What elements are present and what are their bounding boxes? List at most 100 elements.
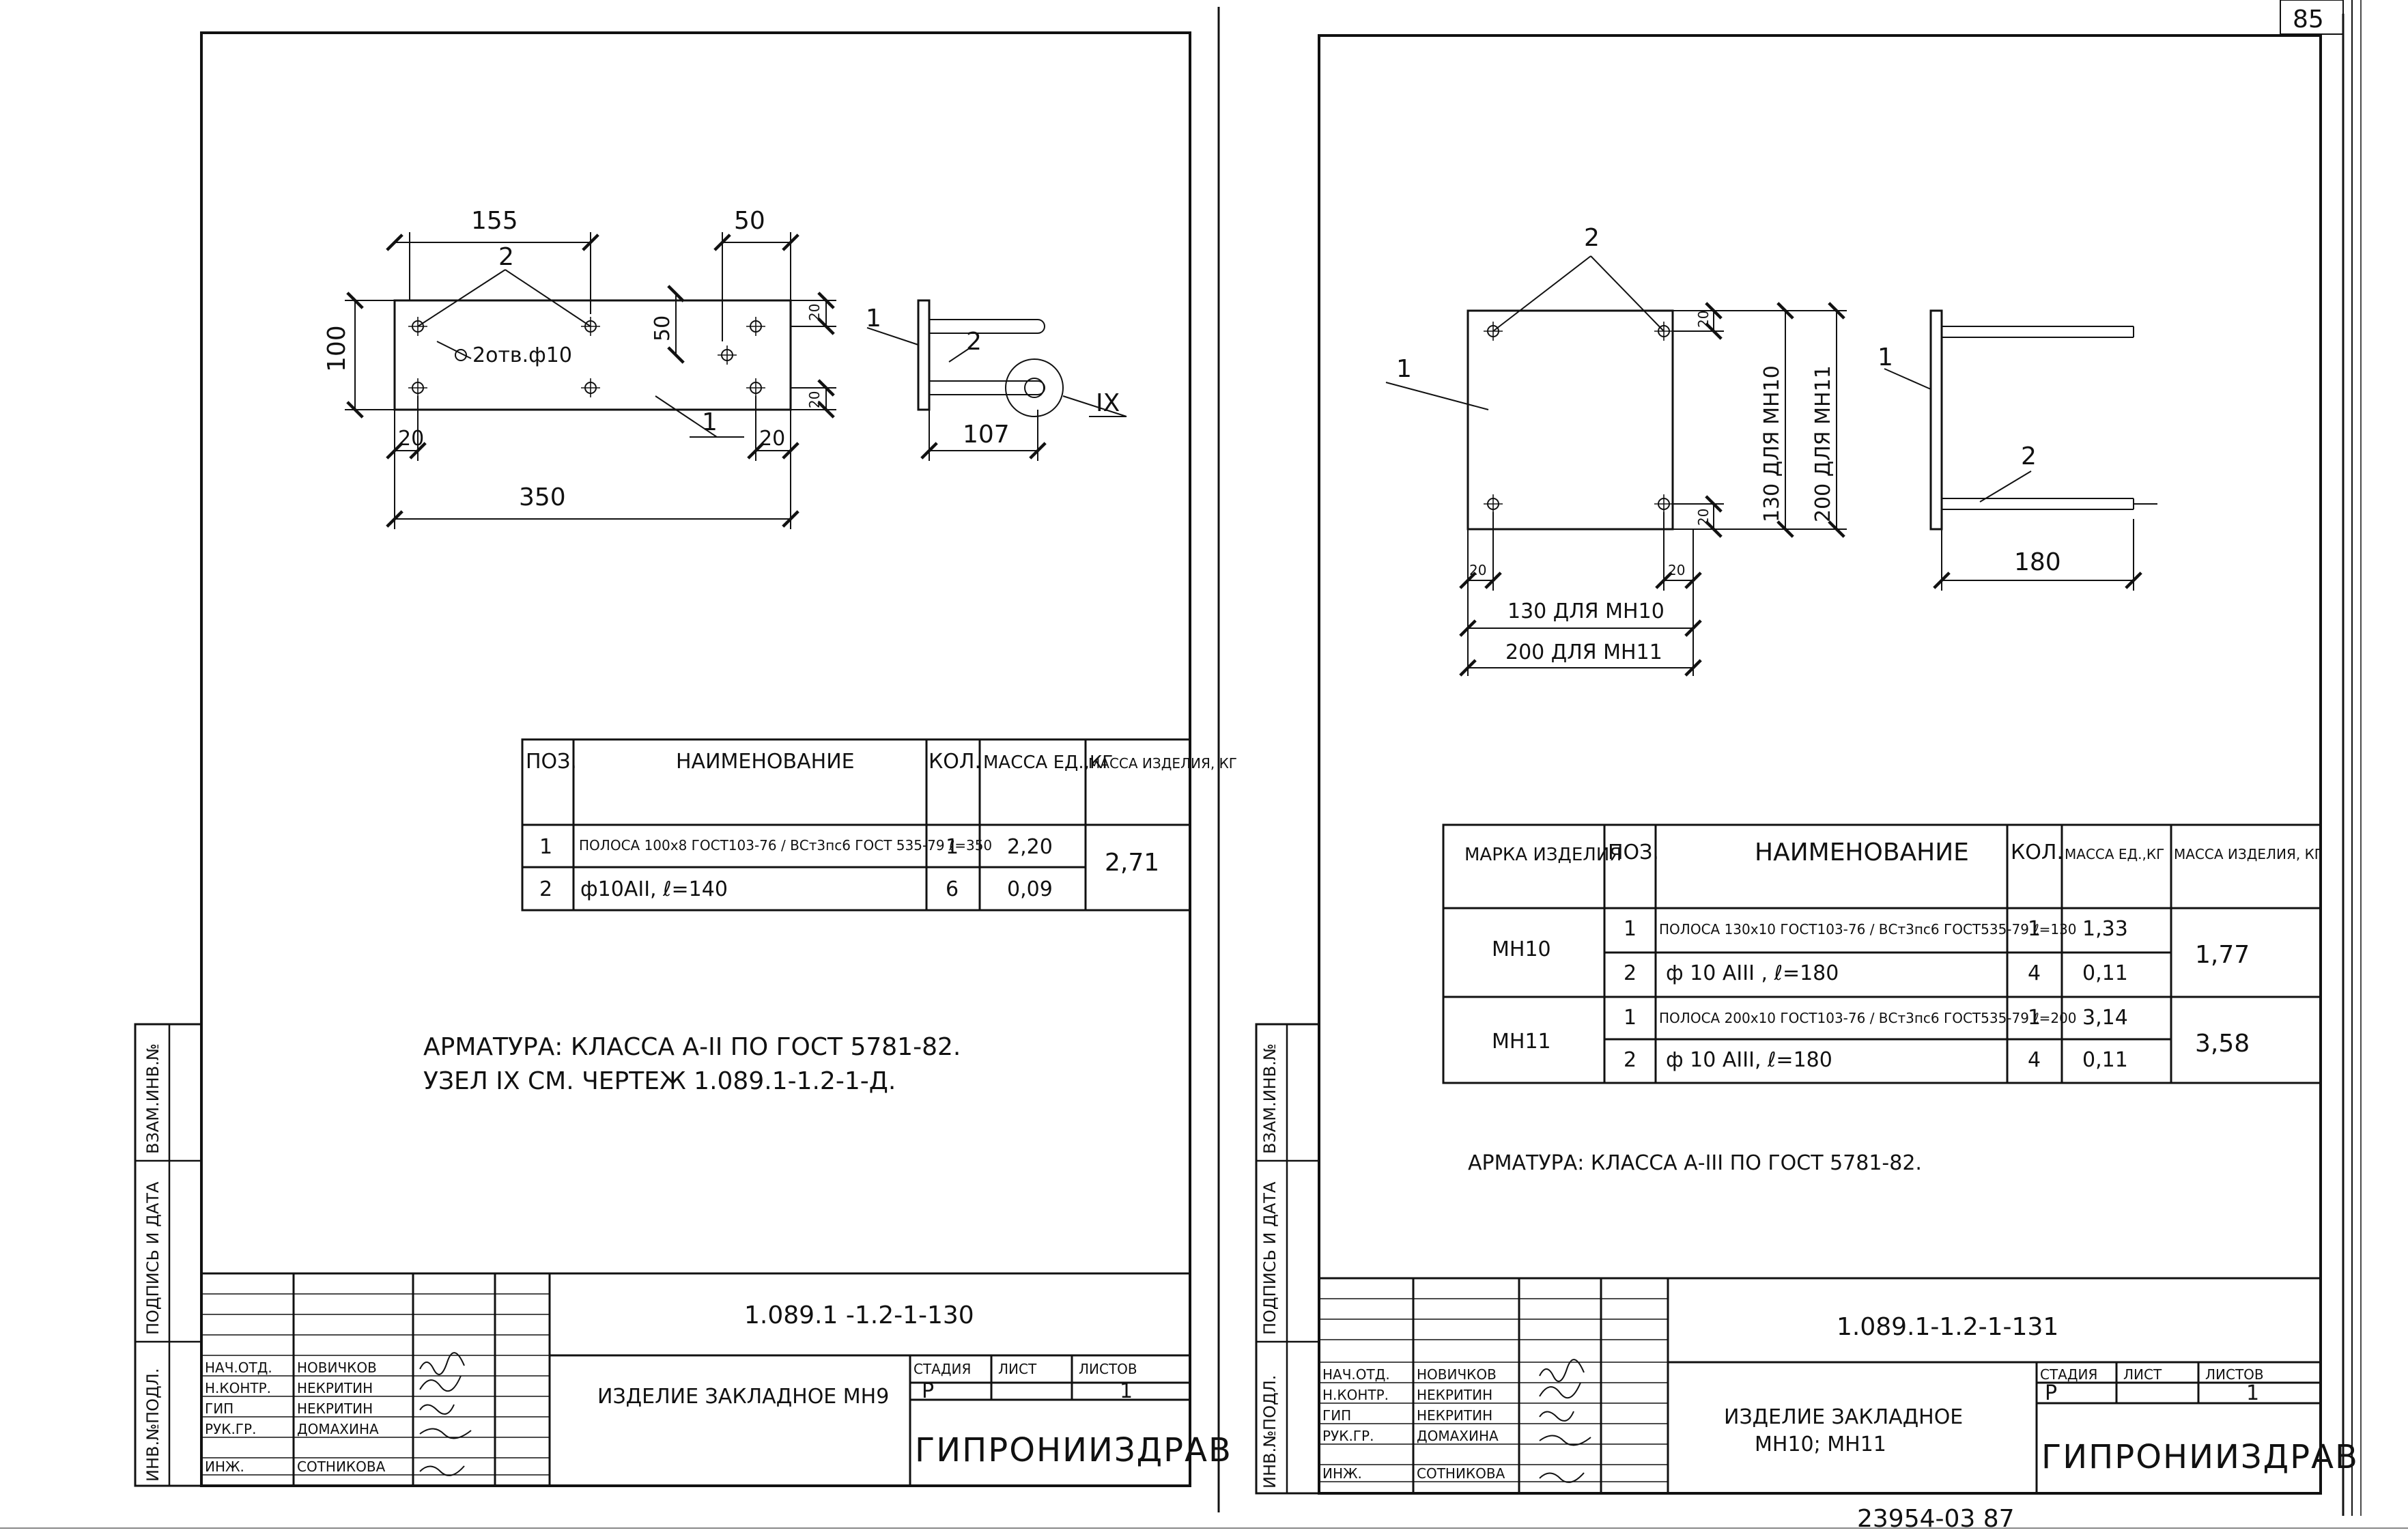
dim-20-top: 20 — [1695, 311, 1712, 328]
stage-value: Р — [2045, 1381, 2057, 1405]
stage-label: СТАДИЯ — [913, 1361, 971, 1377]
dim-h-mn10: 130 ДЛЯ МН10 — [1507, 600, 1665, 623]
person-name: НЕКРИТИН — [1417, 1387, 1492, 1403]
side-label-vzam: ВЗАМ.ИНВ.№ — [1260, 1043, 1279, 1154]
person-name: СОТНИКОВА — [1417, 1465, 1505, 1482]
sheets-value: 1 — [2246, 1381, 2259, 1405]
cell: 2 — [539, 877, 552, 901]
cell: 1 — [2028, 917, 2041, 941]
left-side-strip: ИНВ.№ПОДЛ. ПОДПИСЬ И ДАТА ВЗАМ.ИНВ.№ — [134, 1023, 203, 1487]
th-mark: МАРКА ИЗДЕЛИЯ — [1464, 845, 1621, 865]
person-name: НОВИЧКОВ — [1417, 1366, 1497, 1383]
dim-100: 100 — [323, 325, 351, 372]
doc-title: ИЗДЕЛИЕ ЗАКЛАДНОЕ МН9 — [597, 1385, 889, 1409]
side-pos-2: 2 — [966, 328, 982, 356]
cell: 6 — [946, 877, 959, 901]
person-name: СОТНИКОВА — [297, 1458, 386, 1475]
doc-title: ИЗДЕЛИЕ ЗАКЛАДНОЕ — [1724, 1405, 1963, 1429]
sheets-label: ЛИСТОВ — [1079, 1361, 1137, 1377]
dim-50-top: 50 — [734, 207, 765, 235]
note-line: АРМАТУРА: КЛАССА А-III ПО ГОСТ 5781-82. — [1468, 1151, 1922, 1175]
dim-v-mn11: 200 ДЛЯ МН11 — [1811, 365, 1835, 522]
cell: 3,58 — [2195, 1030, 2250, 1058]
plate-edge — [917, 299, 931, 411]
role-label: РУК.ГР. — [205, 1421, 256, 1437]
pos-2-label: 2 — [1584, 224, 1600, 252]
th-mass-unit: МАССА ЕД.,КГ — [2065, 846, 2164, 862]
cell: 0,11 — [2082, 1048, 2128, 1072]
sheet-label: ЛИСТ — [998, 1361, 1037, 1377]
cell: 1 — [1624, 917, 1637, 941]
org-name: ГИПРОНИИЗДРАВ — [915, 1431, 1232, 1469]
side-label-inv: ИНВ.№ПОДЛ. — [143, 1368, 162, 1482]
plate-outline — [393, 299, 792, 411]
dim-20-right-a: 20 — [806, 304, 823, 321]
person-name: НЕКРИТИН — [1417, 1407, 1492, 1424]
cell: 1,33 — [2082, 917, 2128, 941]
dim-20-left: 20 — [1469, 562, 1486, 578]
th-qty: КОЛ. — [929, 750, 981, 774]
th-mass-item: МАССА ИЗДЕЛИЯ, КГ — [1088, 755, 1237, 772]
th-mass-item: МАССА ИЗДЕЛИЯ, КГ — [2174, 846, 2323, 862]
dim-20-left: 20 — [398, 427, 424, 451]
dim-20-right: 20 — [1668, 562, 1685, 578]
doc-code: 1.089.1-1.2-1-131 — [1837, 1313, 2058, 1341]
cell: ф10АII, ℓ=140 — [580, 877, 728, 901]
cell: ПОЛОСА 130x10 ГОСТ103-76 / ВСт3пс6 ГОСТ5… — [1659, 921, 2077, 937]
dim-v-mn10: 130 ДЛЯ МН10 — [1760, 365, 1784, 522]
person-name: ДОМАХИНА — [1417, 1428, 1499, 1444]
pos-1-label: 1 — [1396, 355, 1412, 383]
node-ix-circle — [1005, 358, 1064, 417]
person-name: НОВИЧКОВ — [297, 1359, 377, 1376]
side-label-inv: ИНВ.№ПОДЛ. — [1260, 1375, 1279, 1489]
cell: ПОЛОСА 100x8 ГОСТ103-76 / ВСт3пс6 ГОСТ 5… — [579, 837, 992, 854]
role-label: НАЧ.ОТД. — [1322, 1366, 1390, 1383]
doc-title-2: МН10; МН11 — [1755, 1433, 1886, 1456]
cell: 1 — [539, 835, 552, 859]
cell: 1 — [946, 835, 959, 859]
person-name: НЕКРИТИН — [297, 1400, 373, 1417]
dim-350: 350 — [519, 483, 566, 511]
cell: ф 10 АIII, ℓ=180 — [1666, 1048, 1832, 1072]
side-pos-2: 2 — [2021, 442, 2037, 470]
right-title-block: НАЧ.ОТД. Н.КОНТР. ГИП РУК.ГР. ИНЖ. НОВИЧ… — [1319, 1277, 2359, 1493]
cell: 1 — [2028, 1006, 2041, 1030]
dim-50-inner: 50 — [651, 315, 675, 341]
cell: 4 — [2028, 1048, 2041, 1072]
th-name: НАИМЕНОВАНИЕ — [1755, 838, 1969, 866]
right-side-strip: ИНВ.№ПОДЛ. ПОДПИСЬ И ДАТА ВЗАМ.ИНВ.№ — [1255, 1023, 1320, 1495]
th-pos: ПОЗ. — [1608, 841, 1659, 864]
left-side-view: 1 2 IX 107 — [866, 299, 1127, 461]
person-name: НЕКРИТИН — [297, 1380, 373, 1396]
pos-1-label: 1 — [702, 408, 718, 436]
right-frame — [1318, 34, 2322, 1495]
role-label: ИНЖ. — [1322, 1465, 1362, 1482]
signatures — [1539, 1359, 1591, 1483]
stage-value: Р — [922, 1379, 934, 1403]
cell: 1 — [1624, 1006, 1637, 1030]
role-label: Н.КОНТР. — [1322, 1387, 1389, 1403]
left-plan-view: 155 50 100 50 20 20 20 20 350 2 2отв.ф10… — [323, 207, 836, 529]
side-pos-1: 1 — [866, 305, 881, 333]
dim-20-bottom: 20 — [1695, 509, 1712, 526]
dim-20-right-b: 20 — [806, 391, 823, 408]
sheet-label: ЛИСТ — [2123, 1366, 2162, 1383]
dim-h-mn11: 200 ДЛЯ МН11 — [1505, 640, 1662, 664]
right-plan-view: 2 1 20 20 130 ДЛЯ МН10 200 ДЛЯ МН11 20 2… — [1385, 224, 1847, 677]
plate-outline — [1467, 309, 1674, 531]
note-line: АРМАТУРА: КЛАССА А-II ПО ГОСТ 5781-82. — [423, 1033, 961, 1061]
cell: ф 10 АIII , ℓ=180 — [1666, 961, 1839, 985]
sheets-label: ЛИСТОВ — [2205, 1366, 2264, 1383]
bottom-note: 23954-03 87 — [1857, 1505, 2015, 1533]
side-label-sign: ПОДПИСЬ И ДАТА — [143, 1181, 162, 1335]
cell: 2 — [1624, 961, 1637, 985]
hole — [455, 349, 467, 361]
cell: МН11 — [1492, 1030, 1551, 1054]
org-name: ГИПРОНИИЗДРАВ — [2041, 1438, 2359, 1476]
dim-155: 155 — [471, 207, 518, 235]
side-label-vzam: ВЗАМ.ИНВ.№ — [143, 1043, 162, 1154]
th-mass-unit: МАССА ЕД.,КГ — [983, 752, 1113, 773]
dim-20-bottom-right: 20 — [759, 427, 785, 451]
role-label: РУК.ГР. — [1322, 1428, 1374, 1444]
